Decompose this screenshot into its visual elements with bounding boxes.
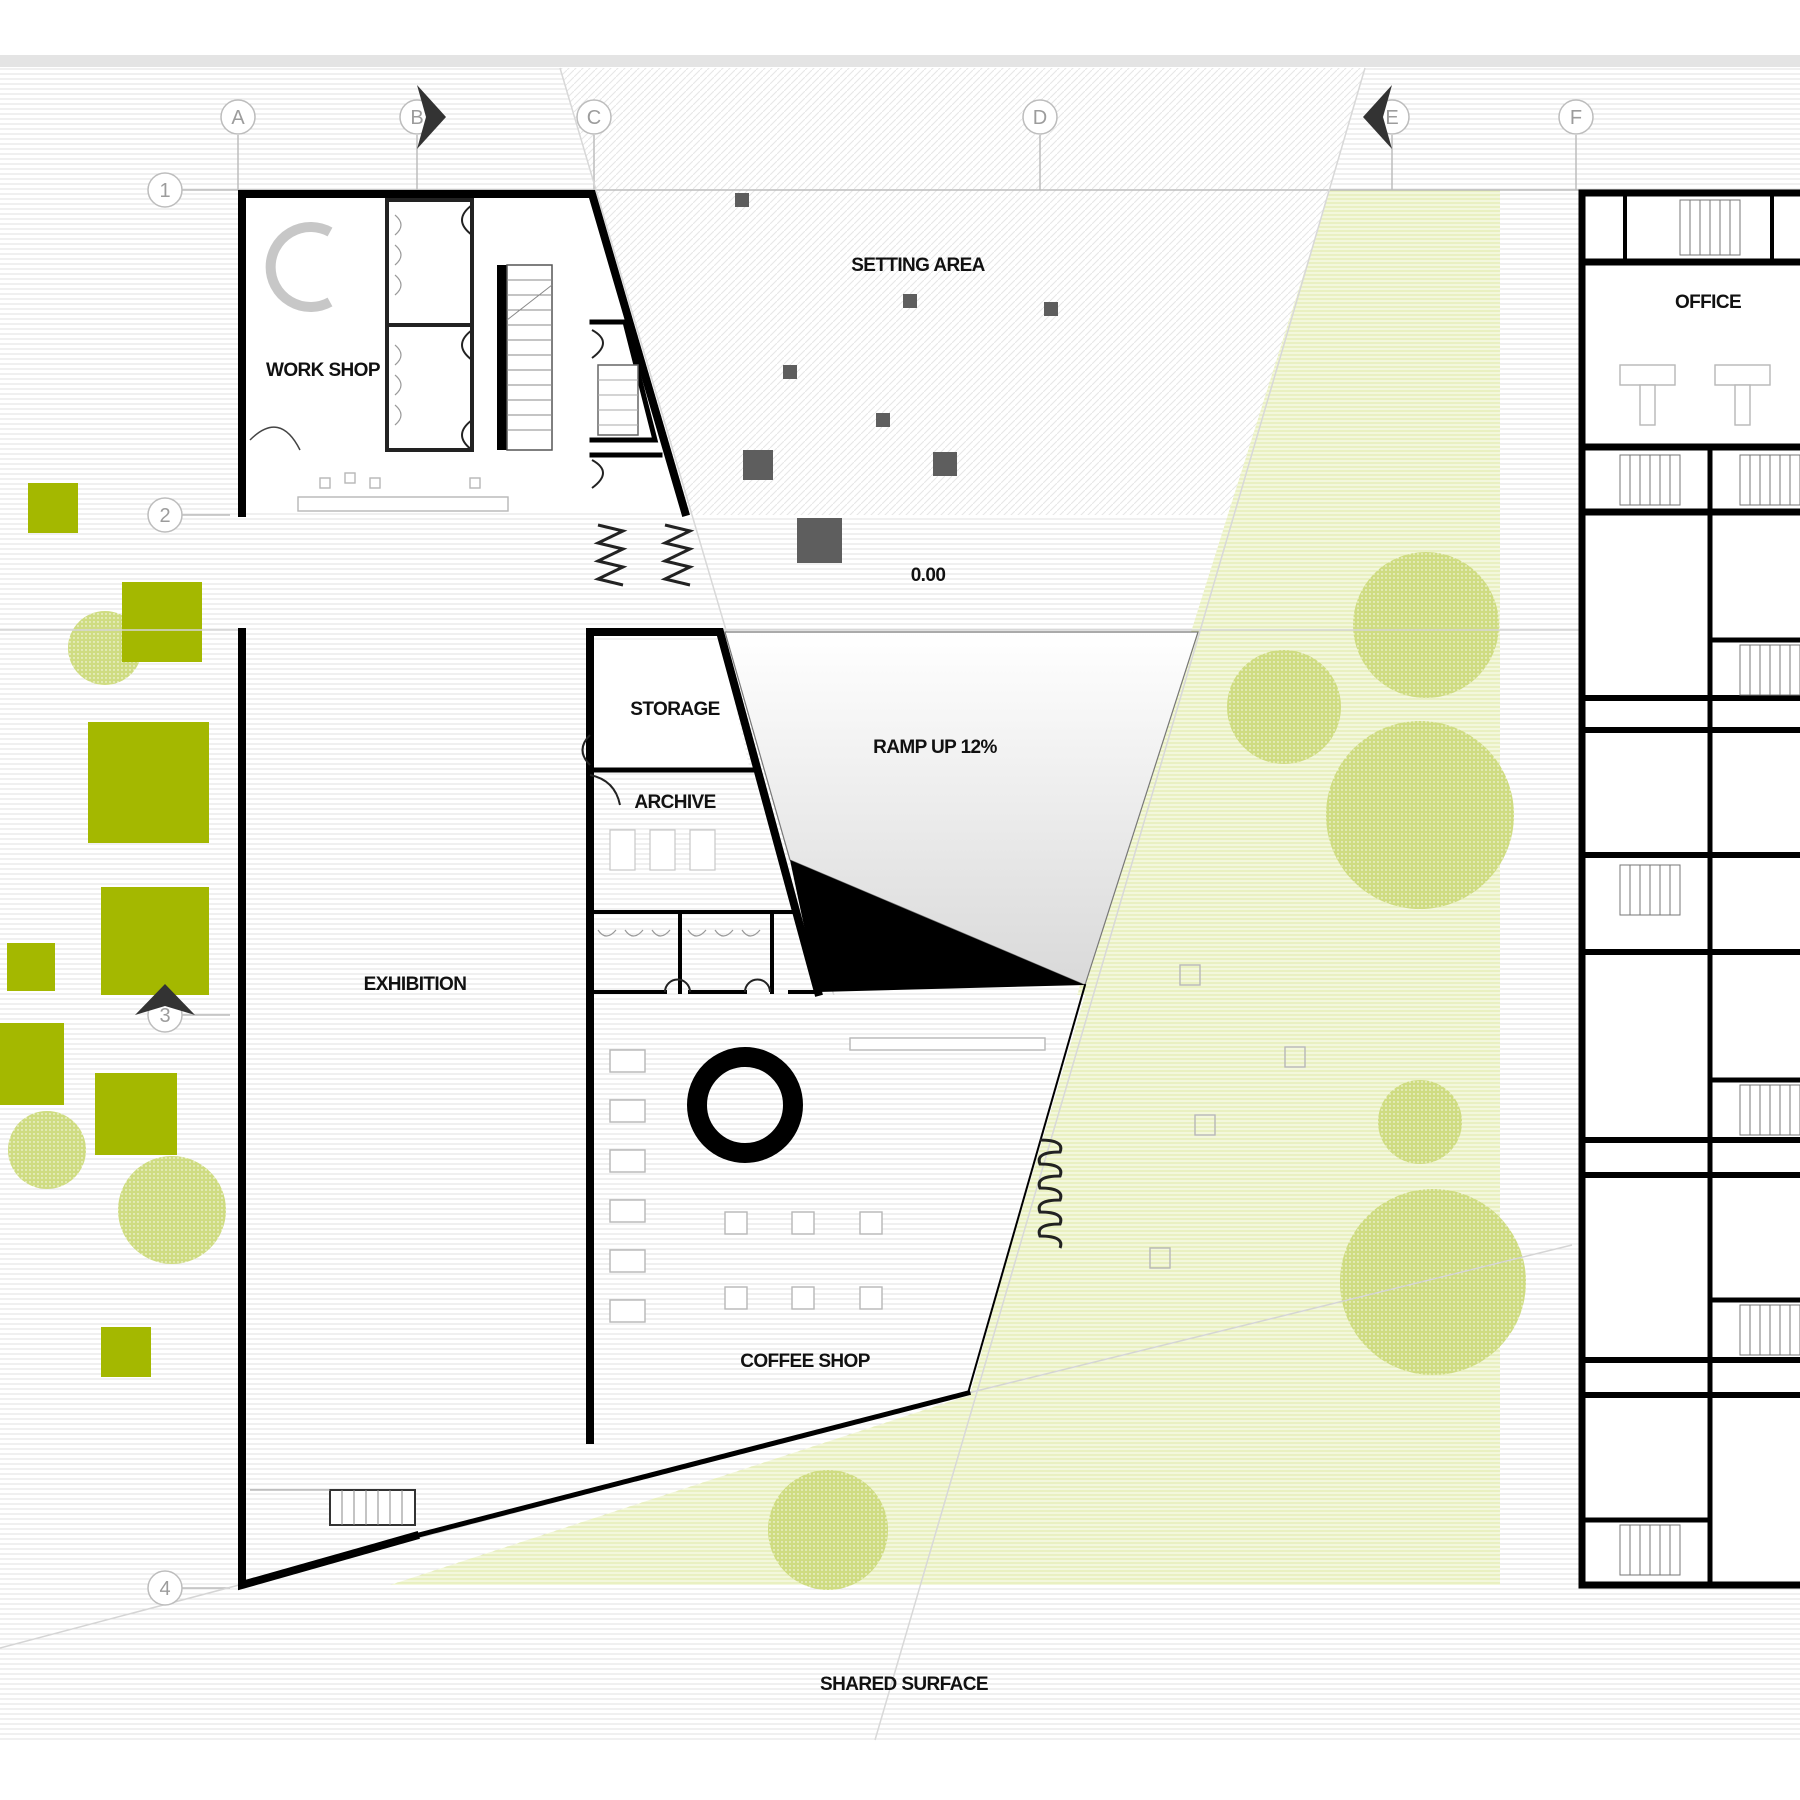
top-boundary (0, 55, 1800, 67)
coffee-shop-floor (590, 995, 1085, 1432)
room-label-office: OFFICE (1675, 292, 1741, 313)
grid-tag-col: A (220, 99, 256, 135)
tree-icon (8, 1111, 86, 1189)
bar-counter (687, 1047, 803, 1163)
tree-icon (1353, 552, 1499, 698)
stair (497, 264, 553, 451)
workshop-floor (240, 194, 685, 513)
planter-block (88, 722, 209, 843)
room-label-ramp: RAMP UP 12% (873, 737, 997, 758)
coffee-wc-block (588, 910, 820, 994)
plaza-columns (735, 193, 1058, 563)
room-label-setting-area: SETTING AREA (851, 255, 985, 276)
office-furniture (1619, 364, 1771, 426)
ramp-solid-wedge (790, 860, 1085, 992)
room-label-archive: ARCHIVE (634, 792, 715, 813)
planter-block (122, 582, 202, 662)
grid-label: 1 (159, 180, 170, 202)
planter-block (95, 1073, 177, 1155)
planter-block (101, 887, 209, 995)
storage-floor (590, 640, 750, 770)
level-marker: 0.00 (911, 565, 946, 586)
grid-label: 3 (159, 1005, 170, 1027)
coffee-doors (1037, 1138, 1063, 1249)
patio-tables (1149, 964, 1306, 1269)
room-label-work-shop: WORK SHOP (266, 360, 381, 381)
planter-block (7, 943, 55, 991)
room-label-shared-surface: SHARED SURFACE (820, 1674, 988, 1695)
coffee-furniture (609, 1037, 1046, 1323)
grid-label: B (410, 107, 423, 129)
grid-tag-col: D (1022, 99, 1058, 135)
tree-icon (1378, 1080, 1462, 1164)
planter-blocks (0, 483, 209, 1377)
plaza-paving (560, 68, 1365, 190)
grid-tag-row: 2 (147, 497, 183, 533)
grid-tag-col: C (576, 99, 612, 135)
exhibition-floor (240, 513, 590, 1585)
main-walls (238, 190, 1087, 1591)
sw-stair (250, 1489, 416, 1526)
section-marker-icon (135, 984, 195, 1015)
planter-block (28, 483, 78, 533)
room-label-storage: STORAGE (630, 699, 719, 720)
office-block-walls (1578, 189, 1800, 1589)
grid-label: A (231, 107, 245, 129)
storage-archive-walls (581, 734, 755, 871)
grid-tag-col: F (1558, 99, 1594, 135)
section-marker-icon (417, 85, 446, 149)
grid-label: F (1570, 107, 1582, 129)
grid-label: C (587, 107, 601, 129)
plaza-paving-upper (595, 190, 1330, 515)
grid-label: 4 (159, 1578, 170, 1600)
tree-group (8, 552, 1526, 1590)
workshop-wc-block (385, 198, 474, 452)
lawn-area (390, 190, 1500, 1585)
entrance-doors (593, 523, 695, 587)
tree-icon (118, 1156, 226, 1264)
grid-label: E (1385, 107, 1398, 129)
tree-icon (1227, 650, 1341, 764)
grid-label: D (1033, 107, 1047, 129)
grid-tag-row: 4 (147, 1570, 183, 1606)
room-label-exhibition: EXHIBITION (364, 974, 467, 995)
workshop-furniture (249, 222, 509, 512)
grid-tag-row: 1 (147, 172, 183, 208)
office-stairs (1619, 199, 1800, 1576)
tree-icon (1340, 1189, 1526, 1375)
office-block-floor (1582, 190, 1800, 1585)
grid-label: 2 (159, 505, 170, 527)
planter-block (101, 1327, 151, 1377)
workshop-core (589, 319, 663, 489)
tree-icon (768, 1470, 888, 1590)
planter-block (0, 1023, 64, 1105)
room-label-coffee-shop: COFFEE SHOP (740, 1351, 871, 1372)
section-marker-icon (1363, 85, 1392, 149)
tree-icon (1326, 721, 1514, 909)
